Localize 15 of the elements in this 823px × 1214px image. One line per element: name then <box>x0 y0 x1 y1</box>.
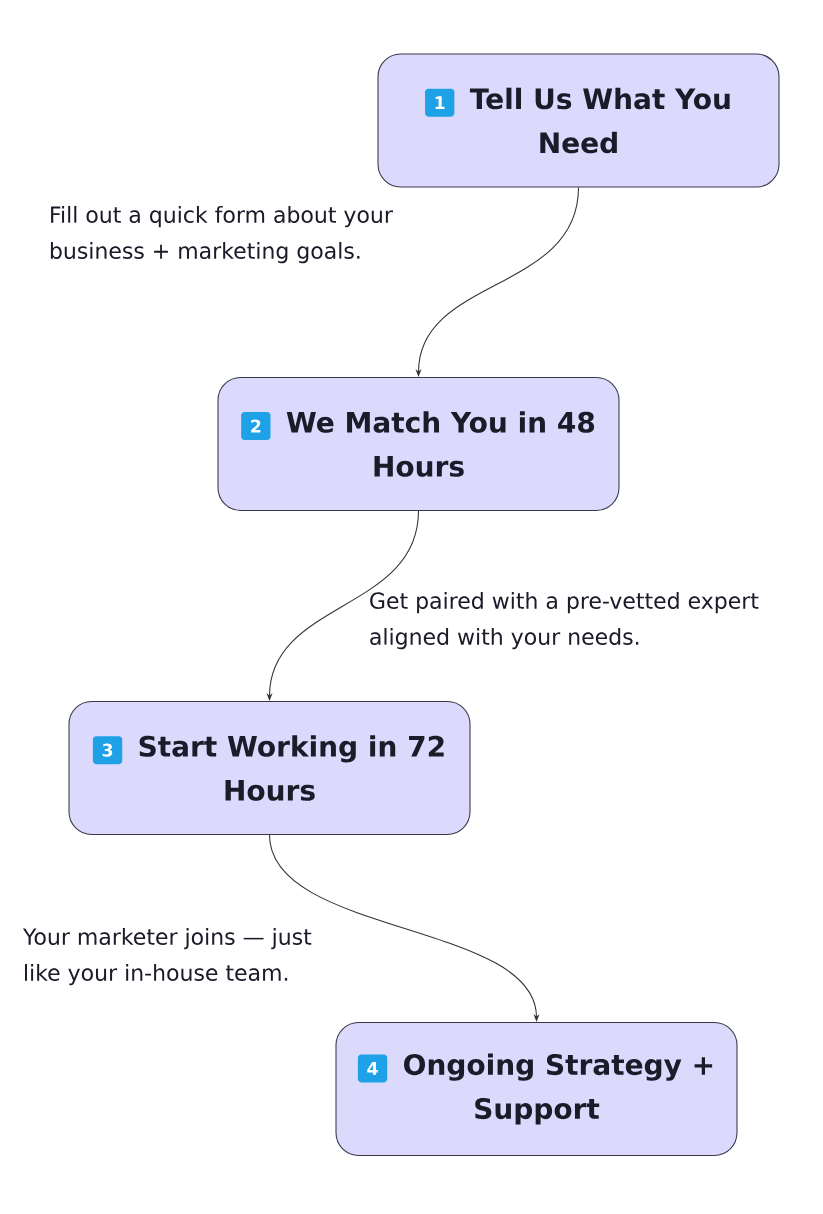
step-box <box>335 1021 738 1157</box>
step-box <box>217 376 620 512</box>
number-badge: 1 <box>425 88 455 117</box>
number-badge: 4 <box>357 1054 388 1083</box>
step-title: Ongoing Strategy + Support <box>404 1053 713 1125</box>
step-title: Tell Us What You Need <box>469 87 730 154</box>
edge-label: Get paired with a pre-vetted expert aligned with your needs. <box>370 591 759 650</box>
step-box <box>377 53 780 188</box>
step-title: Start Working in 72 Hours <box>139 735 444 801</box>
step-box <box>68 700 471 836</box>
number-badge: 3 <box>92 736 123 765</box>
step-title: We Match You in 48 Hours <box>286 411 595 477</box>
edge-label: Fill out a quick form about your business + marketing goals. <box>50 205 393 264</box>
edge-label: Your marketer joins — just like your in-house team. <box>22 927 312 986</box>
number-badge: 2 <box>241 412 271 440</box>
